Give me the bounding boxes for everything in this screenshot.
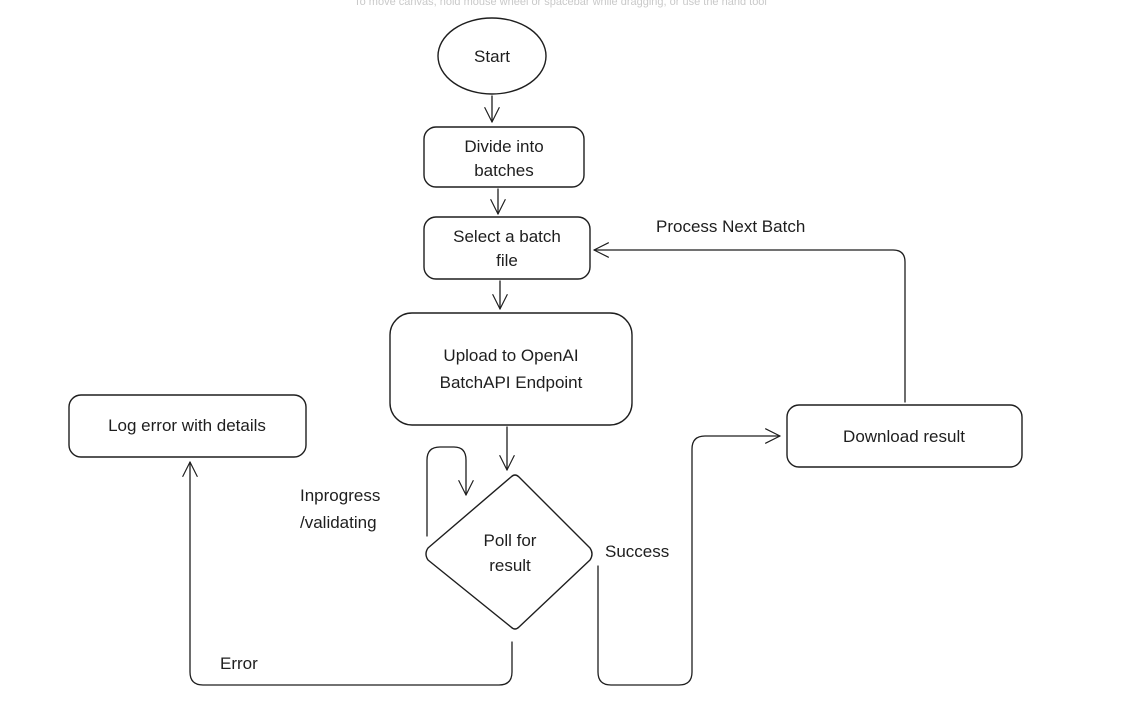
- node-upload-label-line1: Upload to OpenAI: [443, 346, 578, 365]
- edge-label-success: Success: [605, 542, 669, 561]
- node-select-label-line1: Select a batch: [453, 227, 561, 246]
- edge-success-to-download[interactable]: [597, 428, 781, 686]
- node-download-label: Download result: [843, 427, 965, 446]
- node-divide-label-line2: batches: [474, 161, 534, 180]
- edge-inprogress-loop[interactable]: [426, 446, 474, 537]
- edge-label-error: Error: [220, 654, 258, 673]
- edge-label-inprogress-line1: Inprogress: [300, 486, 380, 505]
- node-select-label-line2: file: [496, 251, 518, 270]
- edge-error-to-log[interactable]: [182, 461, 513, 686]
- node-poll-label-line2: result: [489, 556, 531, 575]
- node-upload-label-line2: BatchAPI Endpoint: [440, 373, 583, 392]
- canvas-hint: To move canvas, hold mouse wheel or spac…: [354, 0, 767, 8]
- node-start-label: Start: [474, 47, 510, 66]
- node-divide-label-line1: Divide into: [464, 137, 543, 156]
- node-upload[interactable]: Upload to OpenAI BatchAPI Endpoint: [389, 312, 633, 426]
- node-select-batch[interactable]: Select a batch file: [423, 216, 591, 280]
- edge-download-to-select[interactable]: [593, 242, 906, 403]
- node-download[interactable]: Download result: [786, 404, 1023, 468]
- node-poll-label-line1: Poll for: [484, 531, 537, 550]
- node-log-error-label: Log error with details: [108, 416, 266, 435]
- edge-label-inprogress-line2: /validating: [300, 513, 377, 532]
- node-start[interactable]: Start: [437, 17, 547, 95]
- edge-label-process-next: Process Next Batch: [656, 217, 805, 236]
- node-poll-diamond[interactable]: Poll for result: [425, 474, 593, 630]
- node-divide-batches[interactable]: Divide into batches: [423, 126, 585, 188]
- node-log-error[interactable]: Log error with details: [68, 394, 307, 458]
